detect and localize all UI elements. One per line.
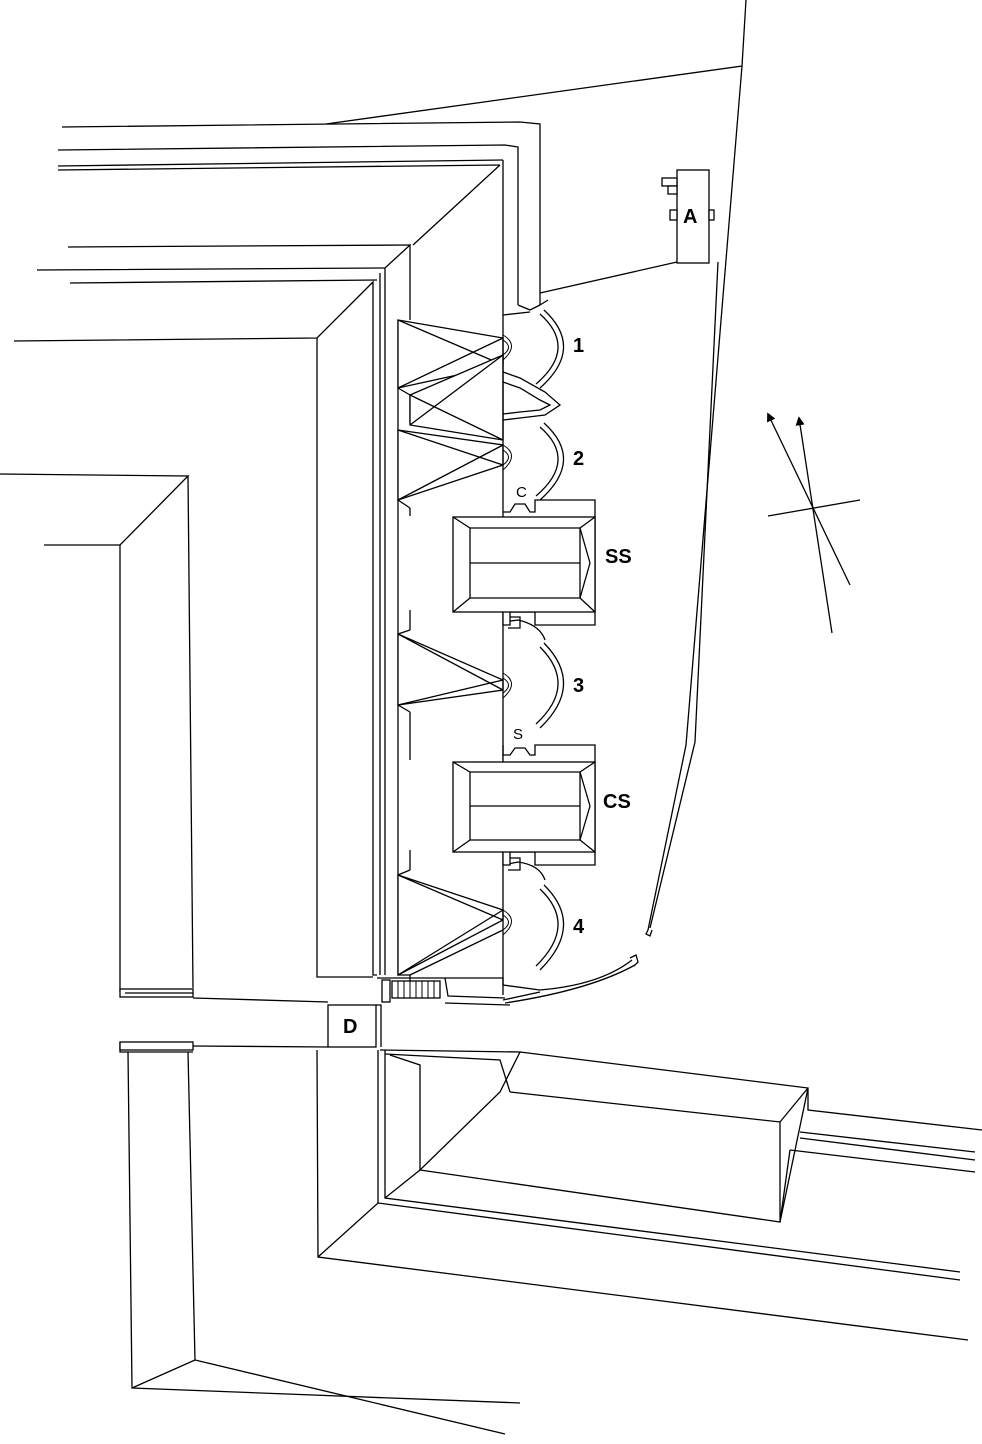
gate-d [119,1004,382,1053]
casemate-face [397,308,562,985]
lower-connector [377,954,639,1006]
label-gun-2: 2 [573,448,584,470]
label-d: D [343,1016,357,1038]
label-a: A [683,206,697,228]
label-gun-4: 4 [573,916,585,938]
label-ss: SS [605,546,632,568]
gun-arc-3 [502,616,565,729]
label-gun-3: 3 [573,675,584,697]
lower-wall [127,1049,982,1435]
ss-block [452,499,596,626]
gun-arc-4 [502,857,565,971]
north-arrow-icon [767,412,861,634]
gun-arc-1 [502,309,565,389]
label-gun-1: 1 [573,335,584,357]
upper-wall [13,121,541,978]
cs-block [452,744,596,866]
labels: 1 2 C SS 3 S CS 4 A D [343,206,697,1038]
gun-arc-2 [502,422,565,501]
outer-boundary [325,0,747,937]
inner-left-wall [0,473,329,1003]
structure-a [539,169,715,306]
label-s: S [513,726,523,743]
label-cs: CS [603,791,631,813]
label-c: C [516,484,527,501]
